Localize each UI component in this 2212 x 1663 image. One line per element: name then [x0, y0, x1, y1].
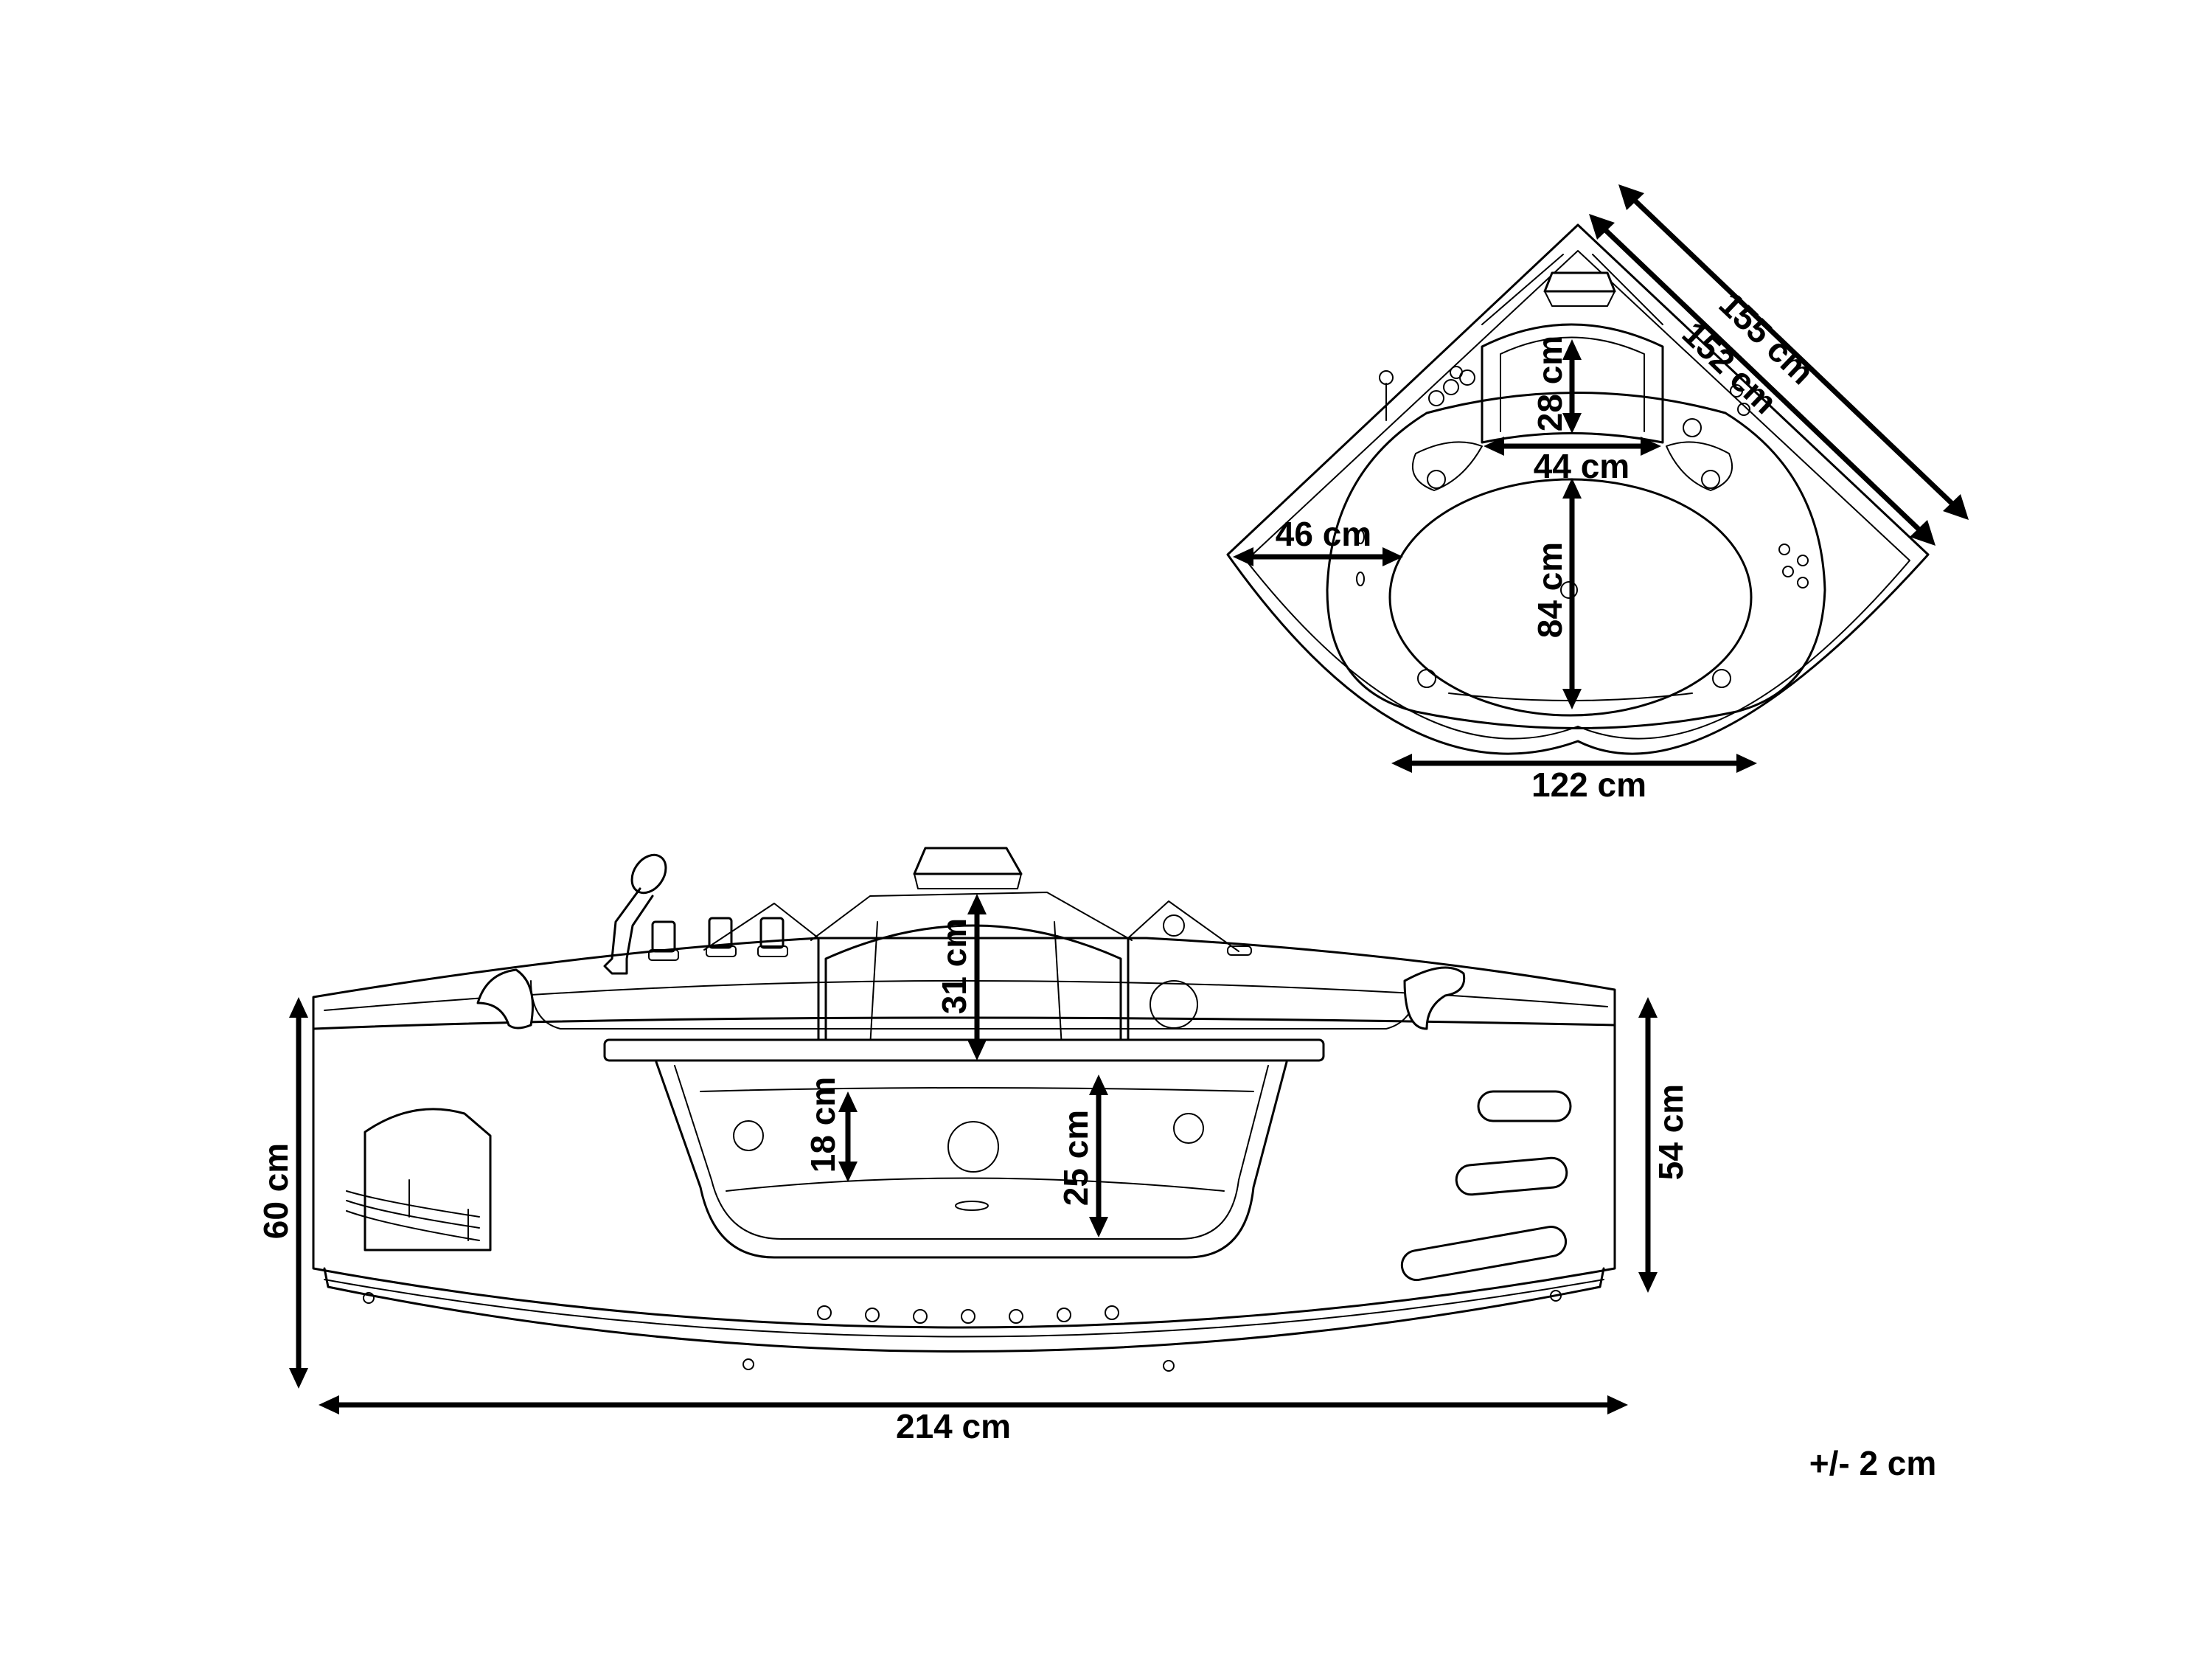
- dim-inner-diagonal: 152 cm: [1589, 214, 1935, 546]
- front-view-window-jet-right: [1173, 1113, 1204, 1144]
- front-view-inner-rim: [324, 980, 1608, 1011]
- top-view-jets: [1356, 384, 1809, 688]
- front-view-side-jet: [1150, 980, 1198, 1029]
- front-view: 60 cm 31 cm 18 cm 25 cm 54 cm: [257, 847, 1690, 1445]
- label-basin-depth: 25 cm: [1057, 1110, 1095, 1206]
- front-view-shelf-rack: [346, 1179, 480, 1241]
- front-view-right-corner: [1127, 900, 1239, 952]
- front-view-head-pillow-base: [914, 873, 1022, 889]
- front-view-back-panel: [817, 937, 1130, 1049]
- dim-overall-height: 60 cm: [257, 997, 308, 1389]
- front-view-left-armrest: [476, 968, 534, 1030]
- label-basin-length: 84 cm: [1531, 542, 1569, 638]
- front-view-right-armrest: [1403, 966, 1466, 1030]
- dim-front-width: 122 cm: [1391, 754, 1757, 804]
- front-view-skirt-line: [324, 1279, 1604, 1338]
- top-view-corner-pillow: [1543, 271, 1616, 293]
- label-backrest-height: 31 cm: [935, 918, 973, 1014]
- label-headrest-width: 44 cm: [1534, 447, 1630, 485]
- front-view-handrail: [603, 1038, 1325, 1062]
- front-view-window-waterline: [700, 1087, 1254, 1092]
- label-overall-width: 214 cm: [896, 1407, 1011, 1445]
- label-headrest-depth: 28 cm: [1531, 336, 1569, 431]
- top-view-basin-outer: [1326, 392, 1826, 729]
- label-ledge-width: 46 cm: [1276, 515, 1371, 553]
- top-view-edge-detail-left: [1481, 254, 1564, 325]
- top-view-faucet-group: [1379, 366, 1475, 421]
- front-view-window-jet-left: [733, 1120, 764, 1151]
- front-view-window-floor: [726, 1177, 1225, 1192]
- dim-headrest-depth: 28 cm: [1531, 336, 1582, 434]
- top-view-headrest: [1481, 323, 1664, 444]
- top-view-edge-detail-right: [1592, 254, 1663, 325]
- front-view-window-jet-center: [947, 1121, 999, 1173]
- front-view-window-glass: [674, 1065, 1269, 1240]
- top-view-basin-floor: [1388, 478, 1753, 717]
- front-view-window-frame: [655, 1060, 1288, 1259]
- dim-basin-length: 84 cm: [1531, 478, 1582, 709]
- front-view-body: [312, 1024, 1616, 1329]
- front-view-valves: [648, 917, 788, 961]
- front-view-back-top: [810, 892, 1133, 941]
- front-view-head-pillow: [913, 847, 1023, 875]
- top-view: 155 cm 152 cm 28 cm 44 cm 46 cm: [1226, 184, 1969, 804]
- front-view-corner-button: [1227, 945, 1252, 956]
- front-view-corner-jet: [1163, 914, 1185, 937]
- dim-side-height: 54 cm: [1638, 997, 1690, 1293]
- front-view-skirt-lower: [323, 1267, 1605, 1353]
- dim-headrest-width: 44 cm: [1484, 437, 1661, 485]
- dim-ledge-width: 46 cm: [1233, 515, 1403, 566]
- front-view-side-vents: [1400, 1090, 1572, 1282]
- label-window-height: 18 cm: [804, 1077, 842, 1173]
- label-overall-height: 60 cm: [257, 1143, 295, 1239]
- dim-overall-width: 214 cm: [319, 1395, 1628, 1445]
- tolerance-note: +/- 2 cm: [1809, 1444, 1937, 1482]
- dim-basin-depth: 25 cm: [1057, 1074, 1108, 1237]
- front-view-backrest-inner: [869, 921, 1062, 1048]
- dim-outer-diagonal: 155 cm: [1618, 184, 1969, 520]
- front-view-handshower: [603, 853, 667, 975]
- top-view-outer-outline: [1226, 223, 1930, 755]
- top-view-left-armrest: [1412, 441, 1483, 491]
- top-view-rim-inner: [1245, 250, 1910, 740]
- top-view-headrest-inner: [1500, 336, 1645, 432]
- front-view-lights: [363, 1290, 1562, 1372]
- front-view-shelf-niche: [364, 1108, 492, 1251]
- front-view-top-rim: [312, 937, 1616, 1030]
- front-view-drain: [955, 1201, 989, 1211]
- top-view-corner-pillow-cap: [1544, 291, 1615, 307]
- top-view-right-armrest: [1666, 441, 1733, 491]
- dim-backrest-height: 31 cm: [935, 894, 987, 1060]
- front-view-backrest: [824, 924, 1122, 1049]
- front-view-left-corner: [703, 903, 819, 951]
- label-side-height: 54 cm: [1652, 1084, 1690, 1180]
- label-front-width: 122 cm: [1531, 765, 1646, 804]
- dim-window-height: 18 cm: [804, 1077, 858, 1182]
